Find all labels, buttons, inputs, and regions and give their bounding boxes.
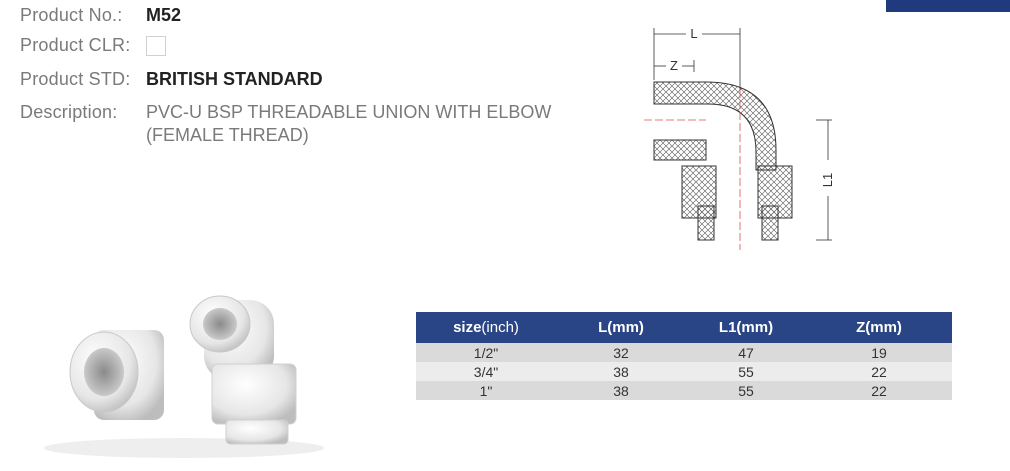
right-fitting-nut — [211, 363, 297, 425]
right-fitting-thread — [203, 308, 237, 340]
corner-accent-bar — [886, 0, 1010, 12]
cell-z: 19 — [806, 343, 952, 362]
tail-right — [761, 205, 779, 241]
header-z: Z(mm) — [806, 312, 952, 343]
table-row: 1/2" 32 47 19 — [416, 343, 952, 362]
description-value: PVC-U BSP THREADABLE UNION WITH ELBOW (F… — [146, 102, 552, 145]
header-size: size(inch) — [416, 312, 556, 343]
spec-product-std: Product STD: BRITISH STANDARD — [20, 68, 323, 90]
cell-z: 22 — [806, 381, 952, 400]
product-photo — [44, 295, 324, 458]
table-header-row: size(inch) L(mm) L1(mm) Z(mm) — [416, 312, 952, 343]
elbow-lower-wall — [653, 139, 707, 161]
cell-l: 38 — [556, 362, 686, 381]
dim-label-z: Z — [670, 58, 678, 73]
product-std-value: BRITISH STANDARD — [146, 69, 323, 89]
cell-l1: 55 — [686, 381, 806, 400]
tail-left — [697, 205, 715, 241]
dim-label-l1: L1 — [820, 173, 835, 187]
dim-label-l: L — [690, 26, 697, 41]
product-std-label: Product STD: — [20, 69, 131, 89]
product-clr-label: Product CLR: — [20, 35, 131, 55]
cell-l1: 55 — [686, 362, 806, 381]
table-row: 3/4" 38 55 22 — [416, 362, 952, 381]
table-row: 1" 38 55 22 — [416, 381, 952, 400]
color-swatch — [146, 36, 166, 56]
cell-size: 1" — [416, 381, 556, 400]
cell-size: 3/4" — [416, 362, 556, 381]
cell-l: 32 — [556, 343, 686, 362]
header-l1: L1(mm) — [686, 312, 806, 343]
description-label: Description: — [20, 102, 118, 122]
left-fitting-thread — [84, 348, 124, 396]
product-no-label: Product No.: — [20, 5, 123, 25]
header-l: L(mm) — [556, 312, 686, 343]
spec-description: Description: PVC-U BSP THREADABLE UNION … — [20, 101, 566, 147]
cell-size: 1/2" — [416, 343, 556, 362]
right-fitting-tail — [225, 419, 289, 445]
spec-product-no: Product No.: M52 — [20, 4, 181, 26]
spec-product-clr: Product CLR: — [20, 34, 166, 56]
product-no-value: M52 — [146, 5, 182, 25]
size-table: size(inch) L(mm) L1(mm) Z(mm) 1/2" 32 47… — [416, 312, 952, 400]
cell-l: 38 — [556, 381, 686, 400]
cell-z: 22 — [806, 362, 952, 381]
cell-l1: 47 — [686, 343, 806, 362]
technical-drawing: L Z L1 — [644, 26, 835, 250]
